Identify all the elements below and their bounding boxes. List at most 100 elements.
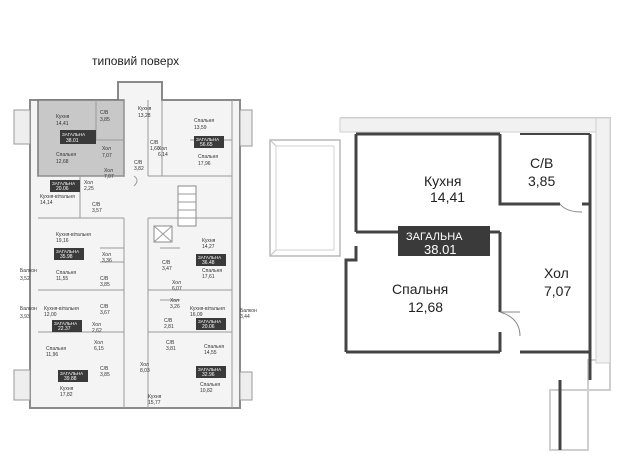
svg-text:20.06: 20.06: [56, 186, 69, 192]
svg-text:ЗАГАЛЬНА: ЗАГАЛЬНА: [52, 181, 75, 186]
svg-text:17,82: 17,82: [60, 392, 73, 398]
svg-text:13,59: 13,59: [194, 125, 207, 131]
svg-text:56.65: 56.65: [200, 142, 213, 148]
svg-text:Кухня-вітальня: Кухня-вітальня: [56, 232, 91, 238]
kitchen-area: 14,41: [430, 189, 465, 205]
svg-text:Балкон: Балкон: [20, 306, 37, 312]
svg-text:ЗАГАЛЬНА: ЗАГАЛЬНА: [198, 255, 221, 260]
bedroom-area: 12,68: [408, 299, 443, 315]
total-area-badge: [398, 226, 490, 256]
svg-text:14,14: 14,14: [40, 200, 53, 206]
svg-text:Кухня: Кухня: [202, 238, 216, 244]
svg-text:ЗАГАЛЬНА: ЗАГАЛЬНА: [198, 319, 221, 324]
ov-a1-bedroom-area: 12,68: [56, 159, 69, 165]
svg-text:С/В: С/В: [100, 304, 109, 310]
svg-text:Кухня-вітальня: Кухня-вітальня: [44, 306, 79, 312]
svg-text:3,85: 3,85: [100, 282, 110, 288]
svg-text:Балкон: Балкон: [240, 308, 257, 314]
svg-text:3,44: 3,44: [240, 314, 250, 320]
svg-text:17,61: 17,61: [202, 274, 215, 280]
svg-text:3,57: 3,57: [92, 208, 102, 214]
svg-text:ЗАГАЛЬНА: ЗАГАЛЬНА: [60, 371, 83, 376]
ov-a1-kitchen: Кухня: [56, 114, 70, 120]
svg-text:2,25: 2,25: [84, 186, 94, 192]
svg-text:14,55: 14,55: [204, 350, 217, 356]
svg-text:ЗАГАЛЬНА: ЗАГАЛЬНА: [196, 137, 219, 142]
svg-text:3,82: 3,82: [134, 166, 144, 172]
svg-text:Хол: Хол: [104, 168, 113, 174]
total-area-label: ЗАГАЛЬНА: [406, 231, 463, 243]
overview-plan: [13, 81, 253, 409]
svg-text:С/В: С/В: [162, 260, 171, 266]
svg-text:С/В: С/В: [92, 202, 101, 208]
hall-label: Хол: [544, 265, 569, 281]
svg-text:Спальня: Спальня: [198, 154, 218, 160]
ov-a1-hall-area: 7,07: [102, 153, 112, 159]
bathroom-area: 3,85: [528, 173, 555, 189]
svg-text:ЗАГАЛЬНА: ЗАГАЛЬНА: [54, 321, 77, 326]
bedroom-label: Спальня: [392, 281, 448, 297]
svg-text:2,81: 2,81: [164, 324, 174, 330]
svg-text:16,09: 16,09: [190, 312, 203, 318]
svg-text:Хол: Хол: [92, 322, 101, 328]
svg-text:3,85: 3,85: [100, 372, 110, 378]
svg-text:3,52: 3,52: [20, 276, 30, 282]
svg-text:Хол: Хол: [84, 180, 93, 186]
kitchen-label: Кухня: [424, 173, 461, 189]
svg-text:Кухня-вітальня: Кухня-вітальня: [190, 306, 225, 312]
svg-text:12,00: 12,00: [44, 312, 57, 318]
svg-text:Хол: Хол: [172, 280, 181, 286]
svg-text:3,81: 3,81: [166, 346, 176, 352]
svg-text:С/В: С/В: [166, 340, 175, 346]
svg-text:3,36: 3,36: [102, 258, 112, 264]
svg-text:20.06: 20.06: [202, 324, 215, 330]
ov-a1-bedroom: Спальня: [56, 152, 76, 158]
svg-text:14,27: 14,27: [202, 244, 215, 250]
ov-a1-hall: Хол: [102, 146, 111, 152]
svg-text:ЗАГАЛЬНА: ЗАГАЛЬНА: [56, 249, 79, 254]
total-area-value: 38.01: [424, 242, 457, 257]
svg-text:38.01: 38.01: [66, 138, 79, 144]
ov-a1-kitchen-area: 14,41: [56, 121, 69, 127]
svg-text:1,66: 1,66: [150, 146, 160, 152]
svg-text:13,28: 13,28: [138, 113, 151, 119]
svg-text:Хол: Хол: [140, 362, 149, 368]
svg-text:ЗАГАЛЬНА: ЗАГАЛЬНА: [198, 367, 221, 372]
ov-a1-bath-area: 3,85: [100, 117, 110, 123]
apartment-detail-plan: [269, 117, 611, 451]
svg-text:Спальня: Спальня: [46, 346, 66, 352]
svg-text:2,62: 2,62: [92, 328, 102, 334]
svg-text:39.88: 39.88: [64, 376, 77, 382]
svg-text:32.96: 32.96: [202, 372, 215, 378]
svg-text:Балкон: Балкон: [20, 268, 37, 274]
svg-text:ЗАГАЛЬНА: ЗАГАЛЬНА: [62, 132, 85, 137]
svg-text:Спальня: Спальня: [194, 118, 214, 124]
svg-text:3,47: 3,47: [162, 266, 172, 272]
svg-text:Хол: Хол: [158, 146, 167, 152]
svg-text:17,96: 17,96: [198, 161, 211, 167]
svg-text:Хол: Хол: [94, 340, 103, 346]
svg-text:6,15: 6,15: [94, 346, 104, 352]
svg-text:Кухня: Кухня: [138, 106, 152, 112]
svg-text:15,77: 15,77: [148, 400, 161, 406]
svg-text:3,67: 3,67: [100, 310, 110, 316]
svg-text:3,26: 3,26: [170, 304, 180, 310]
svg-text:С/В: С/В: [134, 160, 143, 166]
svg-text:7,07: 7,07: [104, 174, 114, 180]
svg-text:Спальня: Спальня: [204, 344, 224, 350]
svg-text:С/В: С/В: [100, 276, 109, 282]
svg-text:3,93: 3,93: [20, 314, 30, 320]
svg-text:19,16: 19,16: [56, 238, 69, 244]
svg-text:6,07: 6,07: [172, 286, 182, 292]
svg-text:36.48: 36.48: [202, 260, 215, 266]
svg-text:35.98: 35.98: [60, 254, 73, 260]
svg-text:С/В: С/В: [100, 366, 109, 372]
svg-text:22.37: 22.37: [58, 326, 71, 332]
svg-text:Спальня: Спальня: [56, 270, 76, 276]
hall-area: 7,07: [544, 283, 571, 299]
svg-text:Спальня: Спальня: [202, 268, 222, 274]
overview-badges: ЗАГАЛЬНА 38.01 ЗАГАЛЬНА 20.06 ЗАГАЛЬНА 3…: [50, 130, 226, 382]
svg-text:6,14: 6,14: [158, 152, 168, 158]
svg-text:С/В: С/В: [164, 318, 173, 324]
